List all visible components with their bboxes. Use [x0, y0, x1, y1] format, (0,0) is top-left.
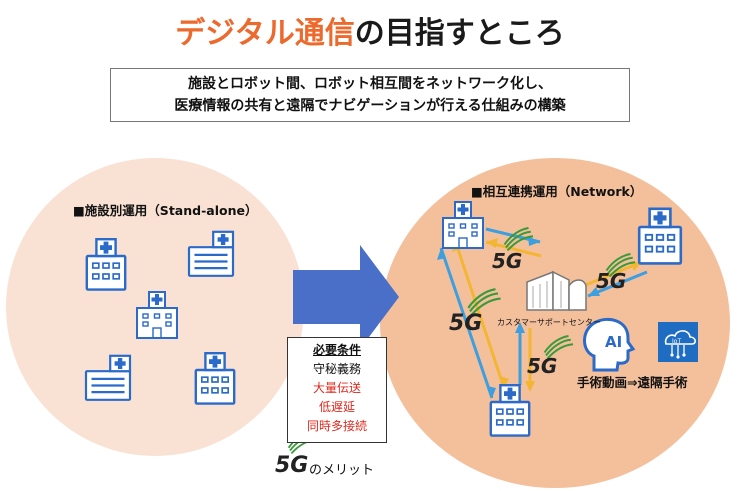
standalone-hospital-1	[85, 237, 127, 291]
title-highlight: デジタル通信	[175, 16, 355, 51]
merit-text: のメリット	[309, 463, 375, 478]
standalone-label: ■施設別運用（Stand-alone）	[73, 203, 258, 218]
standalone-hospital-5	[194, 352, 236, 405]
requirements-title: 必要条件	[312, 343, 361, 357]
svg-text:5G: 5G	[596, 269, 626, 293]
merit-fiveg-logo: 5G	[275, 431, 317, 478]
support-center-label: カスタマーサポートセンター	[497, 318, 601, 327]
iot-label: IoT	[672, 338, 681, 345]
fiveg-badge-left: 5G	[449, 288, 502, 336]
svg-text:5G: 5G	[492, 249, 522, 273]
fiveg-badge-right: 5G	[596, 253, 636, 293]
surgery-label: 手術動画⇒遠隔手術	[577, 375, 688, 390]
standalone-hospital-2	[187, 230, 235, 277]
standalone-hospital-3	[136, 291, 178, 339]
page-title: デジタル通信の目指すところ	[0, 8, 740, 52]
fiveg-badge-center: 5G	[527, 335, 574, 378]
svg-text:5G: 5G	[527, 354, 557, 378]
fiveg-badge-top: 5G	[492, 227, 534, 273]
network-hospital-bottom	[489, 384, 531, 437]
network-label: ■相互連携運用（Network）	[471, 184, 643, 199]
svg-text:5G: 5G	[449, 311, 482, 336]
requirements-box: 必要条件 守秘義務 大量伝送 低遅延 同時多接続	[287, 337, 387, 443]
ai-head-icon: AI	[583, 317, 636, 372]
requirement-item: 同時多接続	[306, 419, 367, 433]
requirement-item: 大量伝送	[312, 381, 361, 395]
network-hospital-top-left	[442, 201, 484, 249]
network-hospital-right	[637, 207, 683, 265]
transition-arrow	[293, 245, 399, 349]
requirement-item: 低遅延	[318, 400, 355, 414]
subtitle-line-1: 施設とロボット間、ロボット相互間をネットワーク化し、	[188, 76, 552, 92]
ai-label: AI	[605, 333, 622, 351]
iot-icon: IoT	[658, 322, 698, 362]
svg-text:5G: 5G	[275, 453, 308, 478]
requirement-item: 守秘義務	[312, 362, 361, 376]
standalone-hospital-4	[84, 354, 132, 401]
subtitle-line-2: 医療情報の共有と遠隔でナビゲーションが行える仕組みの構築	[174, 98, 566, 114]
subtitle-box: 施設とロボット間、ロボット相互間をネットワーク化し、 医療情報の共有と遠隔でナビ…	[110, 68, 630, 122]
support-center-building	[526, 270, 587, 311]
title-rest: の目指すところ	[354, 16, 565, 51]
